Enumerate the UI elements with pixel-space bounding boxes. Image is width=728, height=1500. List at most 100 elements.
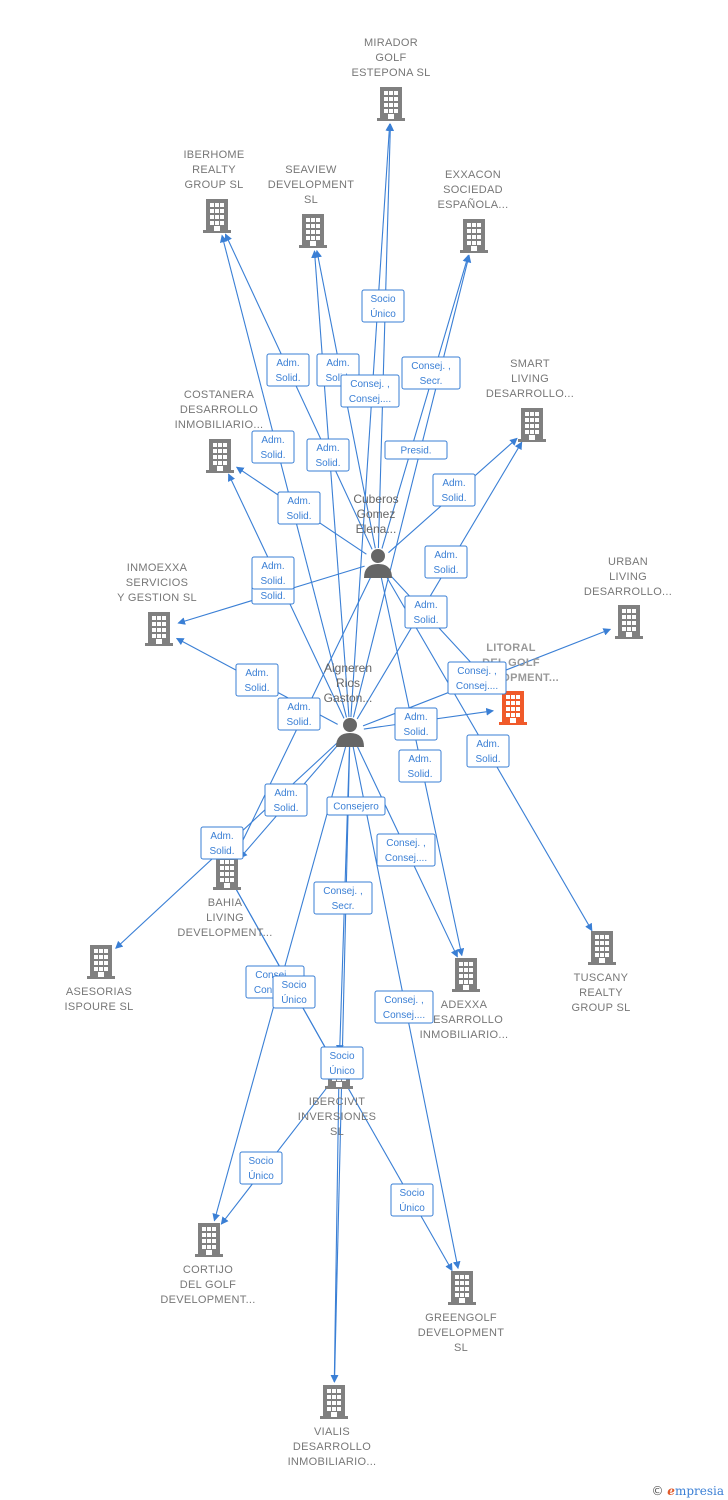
company-node[interactable]: COSTANERADESARROLLOINMOBILIARIO... <box>175 389 264 473</box>
node-label-line: SL <box>304 194 318 206</box>
relation-label-box <box>376 833 436 867</box>
node-label-line: IBERHOME <box>183 149 244 161</box>
relation-label-text: Adm. <box>434 550 457 561</box>
brand-name: mpresia <box>674 1484 724 1498</box>
relation-label: Consej. , Secr. <box>401 356 461 390</box>
node-label-line: LIVING <box>206 912 244 924</box>
relation-label: Adm. Solid. <box>251 556 295 590</box>
node-label-line: INMOBILIARIO... <box>420 1029 509 1041</box>
node-label-line: Rios <box>336 676 360 690</box>
company-node[interactable]: ADEXXADESARROLLOINMOBILIARIO... <box>420 958 509 1041</box>
relation-label-box <box>432 473 476 507</box>
relation-edge <box>356 441 523 720</box>
relation-label-text: Único <box>370 307 396 320</box>
relation-label-text: Secr. <box>420 376 443 387</box>
relation-label-text: Solid. <box>475 754 500 765</box>
relation-label-text: Único <box>281 993 307 1006</box>
relation-edge <box>345 1083 453 1272</box>
node-label-line: SL <box>454 1342 468 1354</box>
company-node[interactable]: BAHIALIVINGDEVELOPMENT... <box>177 856 272 939</box>
node-label-line: SOCIEDAD <box>443 184 503 196</box>
node-label-line: VIALIS <box>314 1426 350 1438</box>
relation-label-text: Solid. <box>286 511 311 522</box>
relation-label-text: Adm. <box>261 561 284 572</box>
relation-label: Consej. ,Consej.... <box>376 833 436 867</box>
relation-label-text: Socio <box>248 1156 273 1167</box>
relation-label-text: Solid. <box>407 769 432 780</box>
building-icon <box>206 439 234 473</box>
relation-label: Adm.Solid. <box>306 438 350 472</box>
node-label-line: ASESORIAS <box>66 986 132 998</box>
relation-label: Adm.Solid. <box>404 595 448 629</box>
relation-label: Adm.Solid. <box>432 473 476 507</box>
relation-label-text: Solid. <box>260 576 285 587</box>
relation-label-text: Adm. <box>274 788 297 799</box>
person-node[interactable]: CuberosGomezElena... <box>353 492 399 578</box>
node-label-line: SL <box>330 1126 344 1138</box>
node-label-line: DEVELOPMENT <box>268 179 354 191</box>
person-node[interactable]: AignerenRiosGaston... <box>324 661 373 747</box>
relation-label: Adm.Solid. <box>466 734 510 768</box>
relation-label-text: Solid. <box>403 727 428 738</box>
relation-edge <box>311 250 350 718</box>
relation-label-box <box>251 556 295 590</box>
relation-label-text: Socio <box>399 1188 424 1199</box>
relation-label: Consejero <box>326 796 386 816</box>
relation-label-text: Solid. <box>209 846 234 857</box>
relation-label-text: Único <box>248 1169 274 1182</box>
empresia-brand[interactable]: © empresia <box>651 1484 724 1498</box>
relation-label-text: Adm. <box>442 478 465 489</box>
relation-label-text: Solid. <box>413 615 438 626</box>
relation-label-text: Consej. , <box>411 361 450 372</box>
building-icon <box>588 931 616 965</box>
relation-label-text: Consej.... <box>349 394 391 405</box>
relation-label-text: Único <box>399 1201 425 1214</box>
node-label-line: DESARROLLO <box>180 404 258 416</box>
relation-label: Consej. , Consej.... <box>340 374 400 408</box>
node-label-line: REALTY <box>579 987 623 999</box>
person-icon <box>336 718 364 747</box>
relation-label-text: Adm. <box>326 358 349 369</box>
company-node[interactable]: VIALISDESARROLLOINMOBILIARIO... <box>288 1385 377 1468</box>
relation-label-box <box>384 440 448 460</box>
company-node[interactable]: URBANLIVINGDESARROLLO... <box>584 556 672 639</box>
relation-label-text: Consej. , <box>350 379 389 390</box>
relation-label-box <box>251 430 295 464</box>
building-icon <box>615 605 643 639</box>
relation-label-box <box>277 491 321 525</box>
relation-label: Consej. ,Consej.... <box>374 990 434 1024</box>
relation-label: Adm.Solid. <box>200 826 244 860</box>
node-label-line: Elena... <box>356 522 397 536</box>
relation-label-text: Socio <box>370 294 395 305</box>
company-node[interactable]: EXXACONSOCIEDADESPAÑOLA... <box>438 169 509 253</box>
building-icon <box>299 214 327 248</box>
node-label-line: BAHIA <box>208 897 243 909</box>
building-icon <box>448 1271 476 1305</box>
node-label-line: Y GESTION SL <box>117 592 197 604</box>
node-label-line: REALTY <box>192 164 236 176</box>
relation-label-text: Adm. <box>287 702 310 713</box>
relation-label-text: Solid. <box>433 565 458 576</box>
relation-label-text: Adm. <box>261 435 284 446</box>
relation-label-text: Solid. <box>325 373 350 384</box>
relation-label-box <box>272 975 316 1009</box>
relation-label-box <box>424 545 468 579</box>
relation-label-box <box>361 289 405 323</box>
company-node[interactable]: SMARTLIVINGDESARROLLO... <box>486 358 574 442</box>
relation-label: Adm.Solid. <box>251 430 295 464</box>
node-label-line: LIVING <box>511 373 549 385</box>
building-icon <box>499 691 527 725</box>
relation-label: Adm.Solid. <box>394 707 438 741</box>
building-icon <box>377 87 405 121</box>
